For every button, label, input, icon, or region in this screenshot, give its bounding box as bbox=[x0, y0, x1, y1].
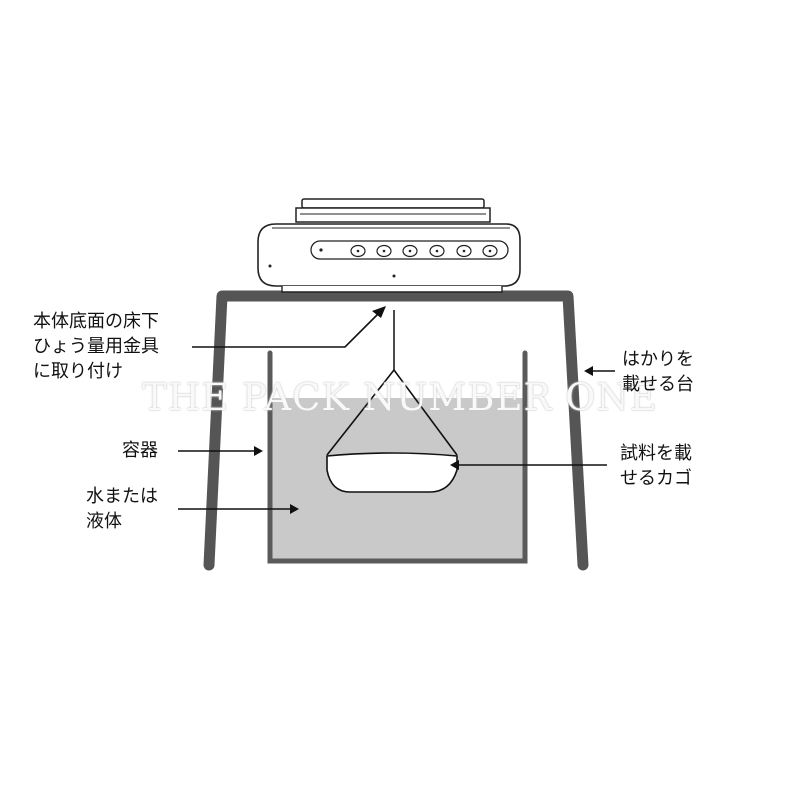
arrowhead bbox=[584, 366, 593, 376]
label-line: 載せる台 bbox=[622, 374, 694, 395]
pointer-mount bbox=[192, 311, 381, 348]
arrowhead bbox=[372, 306, 386, 318]
sample-basket bbox=[326, 452, 458, 493]
label-line: 試料を載 bbox=[620, 443, 692, 464]
container-outline bbox=[267, 350, 528, 564]
label-line: 本体底面の床下 bbox=[33, 311, 159, 332]
label-line: 容器 bbox=[122, 440, 158, 461]
label-basket: 試料を載 せるカゴ bbox=[620, 441, 692, 491]
arrowhead bbox=[290, 504, 299, 514]
label-line: に取り付け bbox=[33, 361, 123, 382]
label-line: はかりを bbox=[622, 349, 694, 370]
label-mount: 本体底面の床下 ひょう量用金具 に取り付け bbox=[33, 309, 159, 384]
label-line: せるカゴ bbox=[620, 468, 692, 489]
arrowhead bbox=[450, 460, 459, 470]
label-container: 容器 bbox=[122, 438, 158, 463]
arrowhead bbox=[254, 446, 263, 456]
label-stand: はかりを 載せる台 bbox=[622, 347, 694, 397]
basket-suspension bbox=[326, 369, 458, 456]
sample-basket-assembly bbox=[326, 310, 458, 493]
label-liquid: 水または 液体 bbox=[86, 484, 158, 534]
label-line: 液体 bbox=[86, 511, 122, 532]
label-line: ひょう量用金具 bbox=[33, 336, 159, 357]
weighing-stand bbox=[203, 290, 589, 571]
balance-scale bbox=[257, 198, 521, 293]
weighing-pan bbox=[301, 198, 485, 209]
watermark: THE PACK NUMBER ONE bbox=[142, 376, 658, 419]
label-line: 水または bbox=[86, 486, 158, 507]
